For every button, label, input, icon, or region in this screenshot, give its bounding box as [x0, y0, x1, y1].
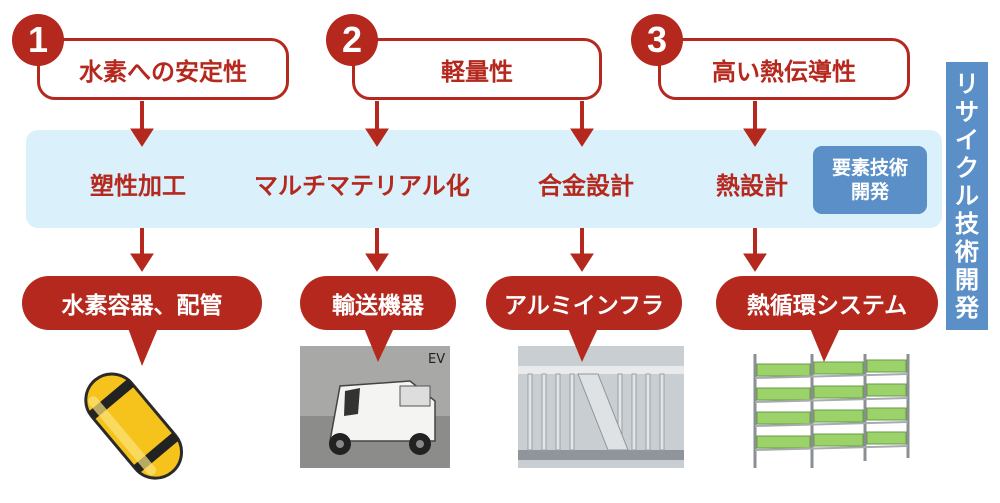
recycle-tech-side-label: リ サ イ ク ル 技 術 開 発: [946, 62, 988, 330]
number-badge-1: 1: [12, 14, 64, 66]
bridge-railing-icon: [518, 346, 684, 468]
tech-alloy-design: 合金設計: [538, 172, 634, 200]
pill-pointer-3: [568, 328, 598, 362]
property-box-1: 水素への安定性: [37, 38, 289, 100]
pill-pointer-2: [364, 328, 394, 362]
app-pill-aluminum-infra: アルミインフラ: [486, 276, 682, 330]
technology-band: [26, 130, 942, 228]
number-badge-3: 3: [631, 14, 683, 66]
hydrogen-tank-image: [84, 372, 184, 480]
ev-photo: [300, 346, 450, 468]
property-label-1: 水素への安定性: [79, 57, 247, 86]
thermal-rack-image: [753, 354, 910, 468]
arrow-down-app-1: [130, 228, 154, 272]
property-label-3: 高い熱伝導性: [712, 57, 856, 86]
ev-tag: EV: [428, 352, 446, 367]
arrow-down-2a: [365, 101, 389, 147]
arrow-down-app-3: [570, 228, 594, 272]
arrow-down-app-4: [743, 228, 767, 272]
element-tech-badge: 要素技術 開発: [813, 146, 927, 214]
pill-pointer-1: [128, 328, 158, 366]
app-pill-transport: 輸送機器: [300, 276, 456, 330]
property-label-2: 軽量性: [441, 57, 513, 86]
property-box-2: 軽量性: [352, 38, 602, 100]
arrow-down-1: [130, 101, 154, 147]
ev-vehicle-icon: [300, 346, 450, 468]
app-pill-thermal: 熱循環システム: [716, 276, 938, 330]
tech-plastic-working: 塑性加工: [90, 172, 186, 200]
tech-thermal-design: 熱設計: [716, 172, 788, 200]
tech-multi-material: マルチマテリアル化: [254, 172, 470, 200]
number-badge-2: 2: [326, 14, 378, 66]
arrow-down-3: [743, 101, 767, 147]
app-pill-hydrogen: 水素容器、配管: [22, 276, 262, 330]
arrow-down-app-2: [365, 228, 389, 272]
pill-pointer-4: [810, 328, 840, 362]
property-box-3: 高い熱伝導性: [658, 38, 910, 100]
arrow-down-2b: [570, 101, 594, 147]
aluminum-infra-photo: [518, 346, 684, 468]
